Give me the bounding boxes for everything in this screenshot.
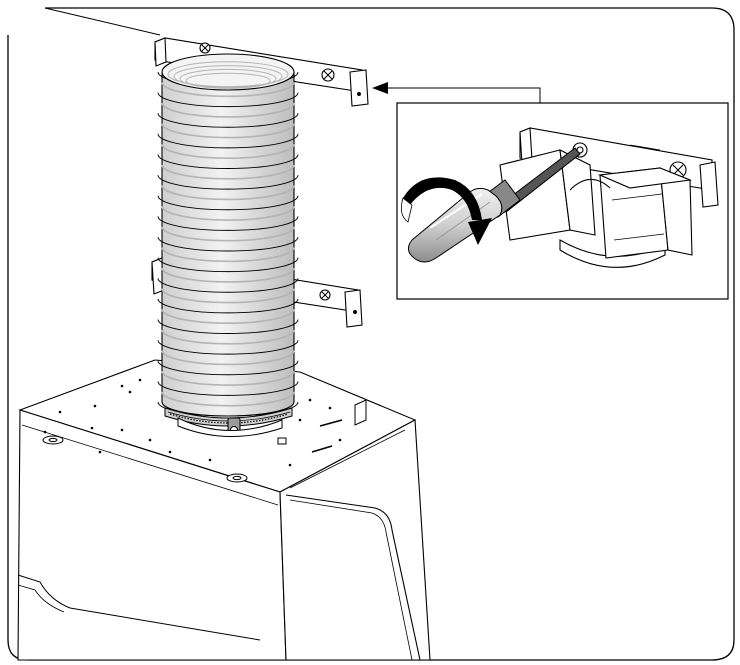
hose-rib [161,205,295,221]
hose-rib [161,247,295,263]
hose-rib [157,278,299,293]
hose-rib [157,340,299,355]
hose-rib [157,360,299,376]
hose-rib [157,236,299,252]
hose-rib [157,381,299,396]
callout-arrow-icon [372,82,541,103]
hose-rib [157,216,299,231]
hose-rib [157,92,299,108]
hose-rib [161,309,295,324]
hose-rib [161,226,295,242]
hose-rib [157,195,299,211]
hose-rib [161,164,295,180]
hose-rib [161,267,295,283]
hose-rib [161,391,295,407]
hose-inner-ring [185,72,271,89]
hose-rib [161,102,295,118]
hose-rib [161,82,295,98]
hose-top-opening [161,53,295,91]
hose-rib [161,370,295,386]
figure-frame [7,7,735,661]
hose-rib [161,144,295,159]
hood-top-pads [42,435,248,483]
hose-rib [157,113,299,128]
hose-rib [161,185,295,201]
detail-inset [396,102,729,300]
hose-rib [161,288,295,304]
hose-rib [157,133,299,149]
wall-line [44,7,161,36]
hose-inner-ring [173,65,283,88]
hose-rib [157,175,299,190]
hose-inner-ring [179,68,277,89]
hose-inner-ring [167,61,289,88]
hose-rib [157,257,299,273]
hose-rib [161,329,295,345]
hose-rib [157,298,299,314]
duct-hose-clamp [164,407,293,438]
hose-rib [157,319,299,334]
hose-rib [161,123,295,139]
hose-rib [157,154,299,169]
hose-rib [161,350,295,366]
rotation-arrow-icon [400,177,492,245]
flexible-duct-hose [157,53,299,417]
